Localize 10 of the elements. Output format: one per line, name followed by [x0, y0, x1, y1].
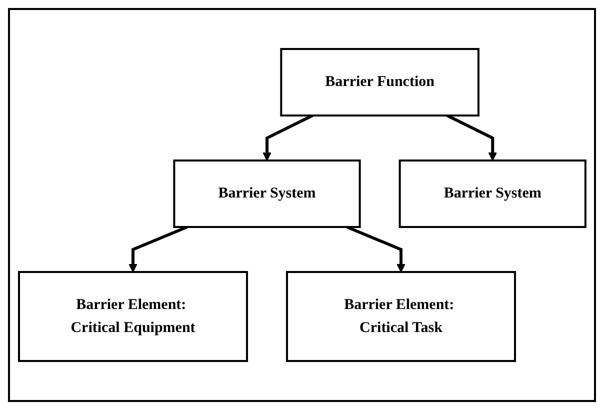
arrow: [446, 114, 497, 161]
diagram-frame: Barrier Function Barrier System Barrier System Barrier Element: Critical Equipment Barrier Element: Critical Task: [8, 8, 596, 402]
node-box: [280, 48, 480, 116]
arrow: [346, 226, 406, 272]
node-box: [286, 271, 516, 362]
node-box: [398, 160, 586, 228]
arrow: [262, 114, 313, 161]
arrow: [128, 226, 188, 272]
node-box: [172, 160, 361, 228]
node-box: [18, 271, 248, 362]
